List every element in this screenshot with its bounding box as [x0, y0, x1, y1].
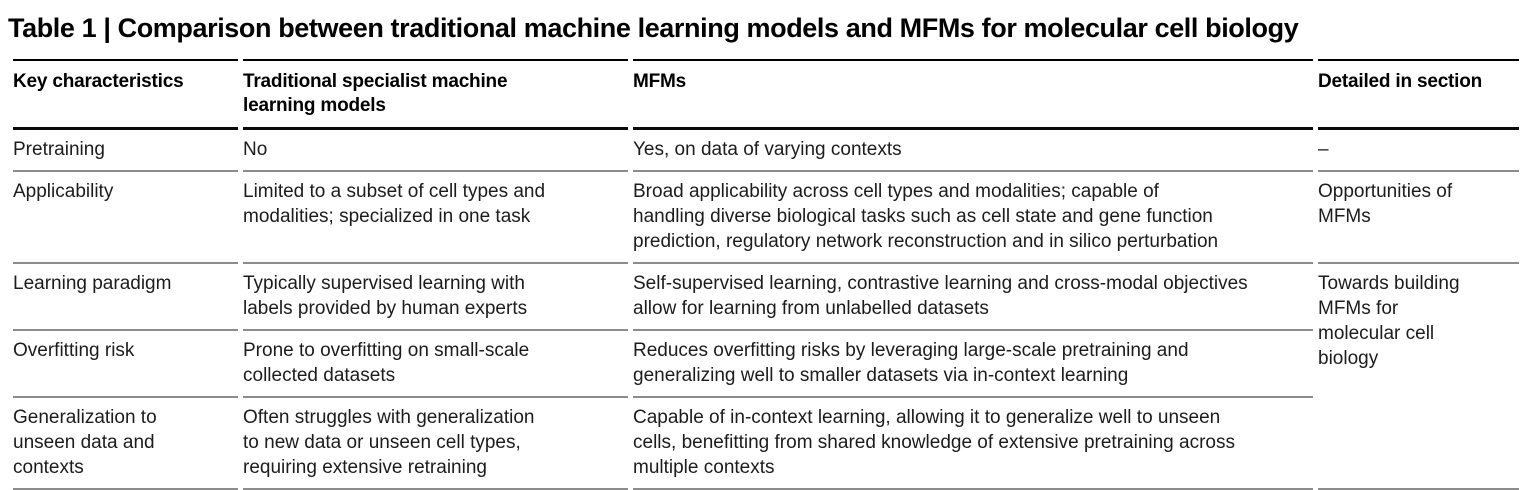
column-header-mfms: MFMs [633, 59, 1313, 130]
cell-traditional: Prone to overfitting on small-scale coll… [243, 331, 628, 398]
cell-mfms: Yes, on data of varying contexts [633, 130, 1313, 172]
cell-traditional: Often struggles with generalization to n… [243, 398, 628, 490]
table-row-pretraining: Pretraining No Yes, on data of varying c… [13, 130, 1519, 172]
table-row-overfitting-risk: Overfitting risk Prone to overfitting on… [13, 331, 1519, 398]
table-row-generalization: Generalization to unseen data and contex… [13, 398, 1519, 490]
header-row: Key characteristics Traditional speciali… [13, 59, 1519, 130]
cell-traditional: No [243, 130, 628, 172]
cell-key: Learning paradigm [13, 264, 238, 331]
cell-key: Applicability [13, 172, 238, 264]
comparison-table: Key characteristics Traditional speciali… [8, 59, 1524, 490]
table-row-learning-paradigm: Learning paradigm Typically supervised l… [13, 264, 1519, 490]
table-title: Table 1 | Comparison between traditional… [8, 13, 1299, 43]
cell-mfms: Broad applicability across cell types an… [633, 172, 1313, 264]
column-header-key-characteristics: Key characteristics [13, 59, 238, 130]
cell-mfms: Self-supervised learning, contrastive le… [633, 264, 1313, 331]
cell-section-rowspan: Towards building MFMs for molecular cell… [1318, 264, 1519, 490]
cell-mfms: Capable of in-context learning, allowing… [633, 398, 1313, 490]
cell-key: Pretraining [13, 130, 238, 172]
table-row-applicability: Applicability Limited to a subset of cel… [13, 172, 1519, 264]
column-header-detailed-in-section: Detailed in section [1318, 59, 1519, 130]
cell-traditional: Typically supervised learning with label… [243, 264, 628, 331]
cell-traditional: Limited to a subset of cell types and mo… [243, 172, 628, 264]
cell-mfms: Reduces overfitting risks by leveraging … [633, 331, 1313, 398]
column-header-traditional-models: Traditional specialist machine learning … [243, 59, 628, 130]
cell-key: Generalization to unseen data and contex… [13, 398, 238, 490]
cell-key: Overfitting risk [13, 331, 238, 398]
cell-section: – [1318, 130, 1519, 172]
cell-section: Opportunities of MFMs [1318, 172, 1519, 264]
